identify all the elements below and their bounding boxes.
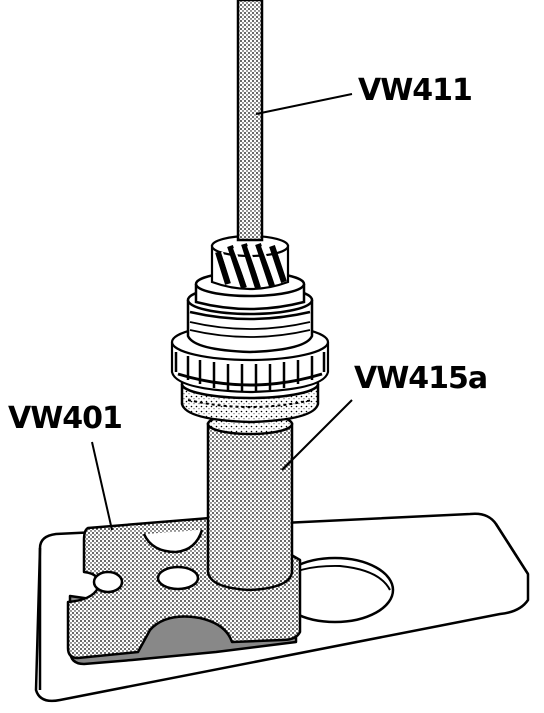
label-vw415a: VW415a [354, 361, 488, 396]
press-shaft [236, 0, 264, 242]
support-sleeve [206, 412, 294, 592]
helical-pinion [210, 234, 290, 291]
leader-lines [91, 93, 353, 531]
label-vw401: VW401 [8, 401, 123, 436]
label-vw411: VW411 [358, 73, 473, 108]
synchro-hub [186, 270, 314, 354]
